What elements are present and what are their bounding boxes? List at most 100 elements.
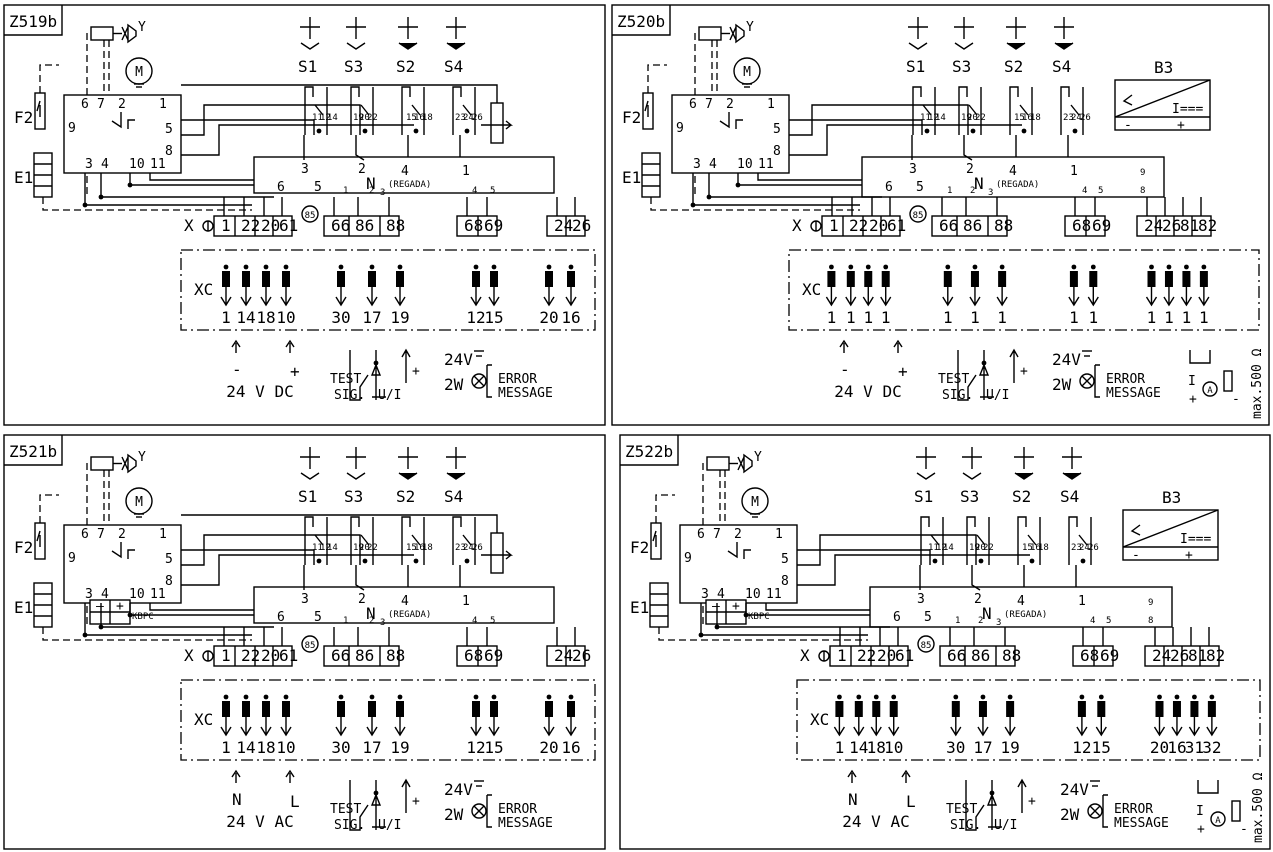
relay-contact-symbol (719, 112, 743, 129)
switch-contact (452, 86, 476, 135)
junction-dot (243, 694, 249, 700)
switch-contact (304, 516, 328, 565)
relay-pin: 4 (101, 587, 109, 602)
b3-transducer (1114, 79, 1211, 131)
unit-pin: 6 (893, 610, 901, 625)
xc-arrow (1153, 717, 1166, 737)
switch-label: S1 (298, 57, 317, 76)
xc-connector-frame (180, 249, 596, 331)
junction-dot (546, 264, 552, 270)
fuse-link (652, 530, 657, 547)
wire (797, 534, 977, 566)
terminal: 66 (331, 646, 350, 665)
wire (919, 565, 1077, 591)
b3-label: B3 (1154, 58, 1173, 77)
xc-arrow (1198, 287, 1210, 307)
unit-pin: 4 (401, 164, 409, 179)
xc-pin-num: 1 (943, 308, 953, 327)
supply-arrow-left (231, 769, 241, 783)
relay-pin: 10 (745, 587, 761, 602)
wire (789, 119, 923, 135)
error-lamp-cross (1081, 375, 1093, 387)
xc-arrow (862, 287, 874, 307)
wire (181, 124, 414, 156)
relay-pin: 1 (775, 527, 783, 542)
switch-contact (1009, 86, 1033, 135)
switch-contact-num: 23 (455, 113, 466, 123)
test-plus: + (412, 364, 420, 379)
wire (1189, 350, 1211, 364)
bridge-minus: – (96, 599, 104, 614)
test-switch-symbol (957, 350, 994, 401)
panel-frame (619, 434, 1271, 850)
xc-pin (1164, 271, 1173, 287)
terminal-x-label: X (184, 646, 194, 665)
supply-arrow-right (901, 769, 911, 783)
junction-dot (263, 694, 269, 700)
xc-pin (396, 701, 404, 717)
unit-label: N (366, 604, 376, 623)
xc-pin-num: 1 (863, 308, 873, 327)
b3-minus: - (1124, 118, 1132, 133)
switch-label: S2 (1012, 487, 1031, 506)
ui-label: U/I (994, 818, 1017, 833)
relay-board (63, 524, 182, 604)
xc-arrow (280, 717, 292, 737)
junction-dot (848, 264, 854, 270)
unit-pin: 5 (314, 180, 322, 195)
terminal: 24 (554, 646, 573, 665)
wire (757, 173, 862, 181)
test-label: TEST (330, 802, 361, 817)
junction-dot (1192, 694, 1197, 700)
terminal-block (821, 215, 901, 237)
xc-arrow (394, 717, 406, 737)
switch-cam-icon (346, 447, 366, 480)
xc-pin (889, 701, 898, 717)
xc-pin-num: 12 (466, 308, 485, 327)
supply-arrow-left (839, 339, 849, 353)
heater-label: E1 (622, 168, 641, 187)
mech-link (42, 627, 252, 641)
error-lamp-icon (471, 803, 487, 819)
wire (181, 554, 414, 586)
meter-minus: - (1240, 822, 1248, 837)
switch-contact-num: 18 (422, 543, 433, 553)
unit-pin: 2 (369, 186, 374, 196)
junction-dot (856, 694, 862, 700)
wire (149, 603, 254, 611)
wire (486, 794, 492, 828)
junction-dot (970, 128, 976, 134)
wire (692, 173, 860, 206)
xc-arrow (1095, 717, 1107, 737)
junction-dot (369, 694, 375, 700)
ammeter-icon (1210, 811, 1226, 827)
switch-label: S2 (396, 57, 415, 76)
xc-pin (846, 271, 855, 287)
max-load-label: max.500 Ω (1251, 772, 1266, 843)
xc-pin-num: 12 (466, 738, 485, 757)
unit-sub: (REGADA) (388, 610, 431, 620)
wire (129, 173, 254, 186)
supply-minus: - (840, 360, 850, 379)
terminal: 1 (221, 646, 231, 665)
xc-pin-num: 32 (1202, 738, 1221, 757)
junction-dot (283, 264, 289, 270)
junction-dot (127, 612, 133, 618)
valve-coil-icon (729, 23, 745, 44)
xc-pin (337, 701, 345, 717)
xc-arrow (394, 287, 406, 307)
valve-y-label: Y (138, 20, 146, 35)
mech-link (42, 197, 252, 211)
terminal: 68 (1072, 216, 1091, 235)
switch-contact-num: 20 (359, 113, 370, 123)
unit-pin: 6 (885, 180, 893, 195)
heater-label: E1 (630, 598, 649, 617)
junction-dot (1098, 694, 1104, 700)
switch-contact-num: 12 (320, 113, 331, 123)
switch-contact-num: 19 (961, 113, 972, 123)
error-lamp-icon (471, 373, 487, 389)
xc-connector-frame (788, 249, 1260, 331)
junction-dot (413, 128, 419, 134)
unit-pin: 1 (343, 186, 348, 196)
relay-pin: 3 (701, 587, 709, 602)
